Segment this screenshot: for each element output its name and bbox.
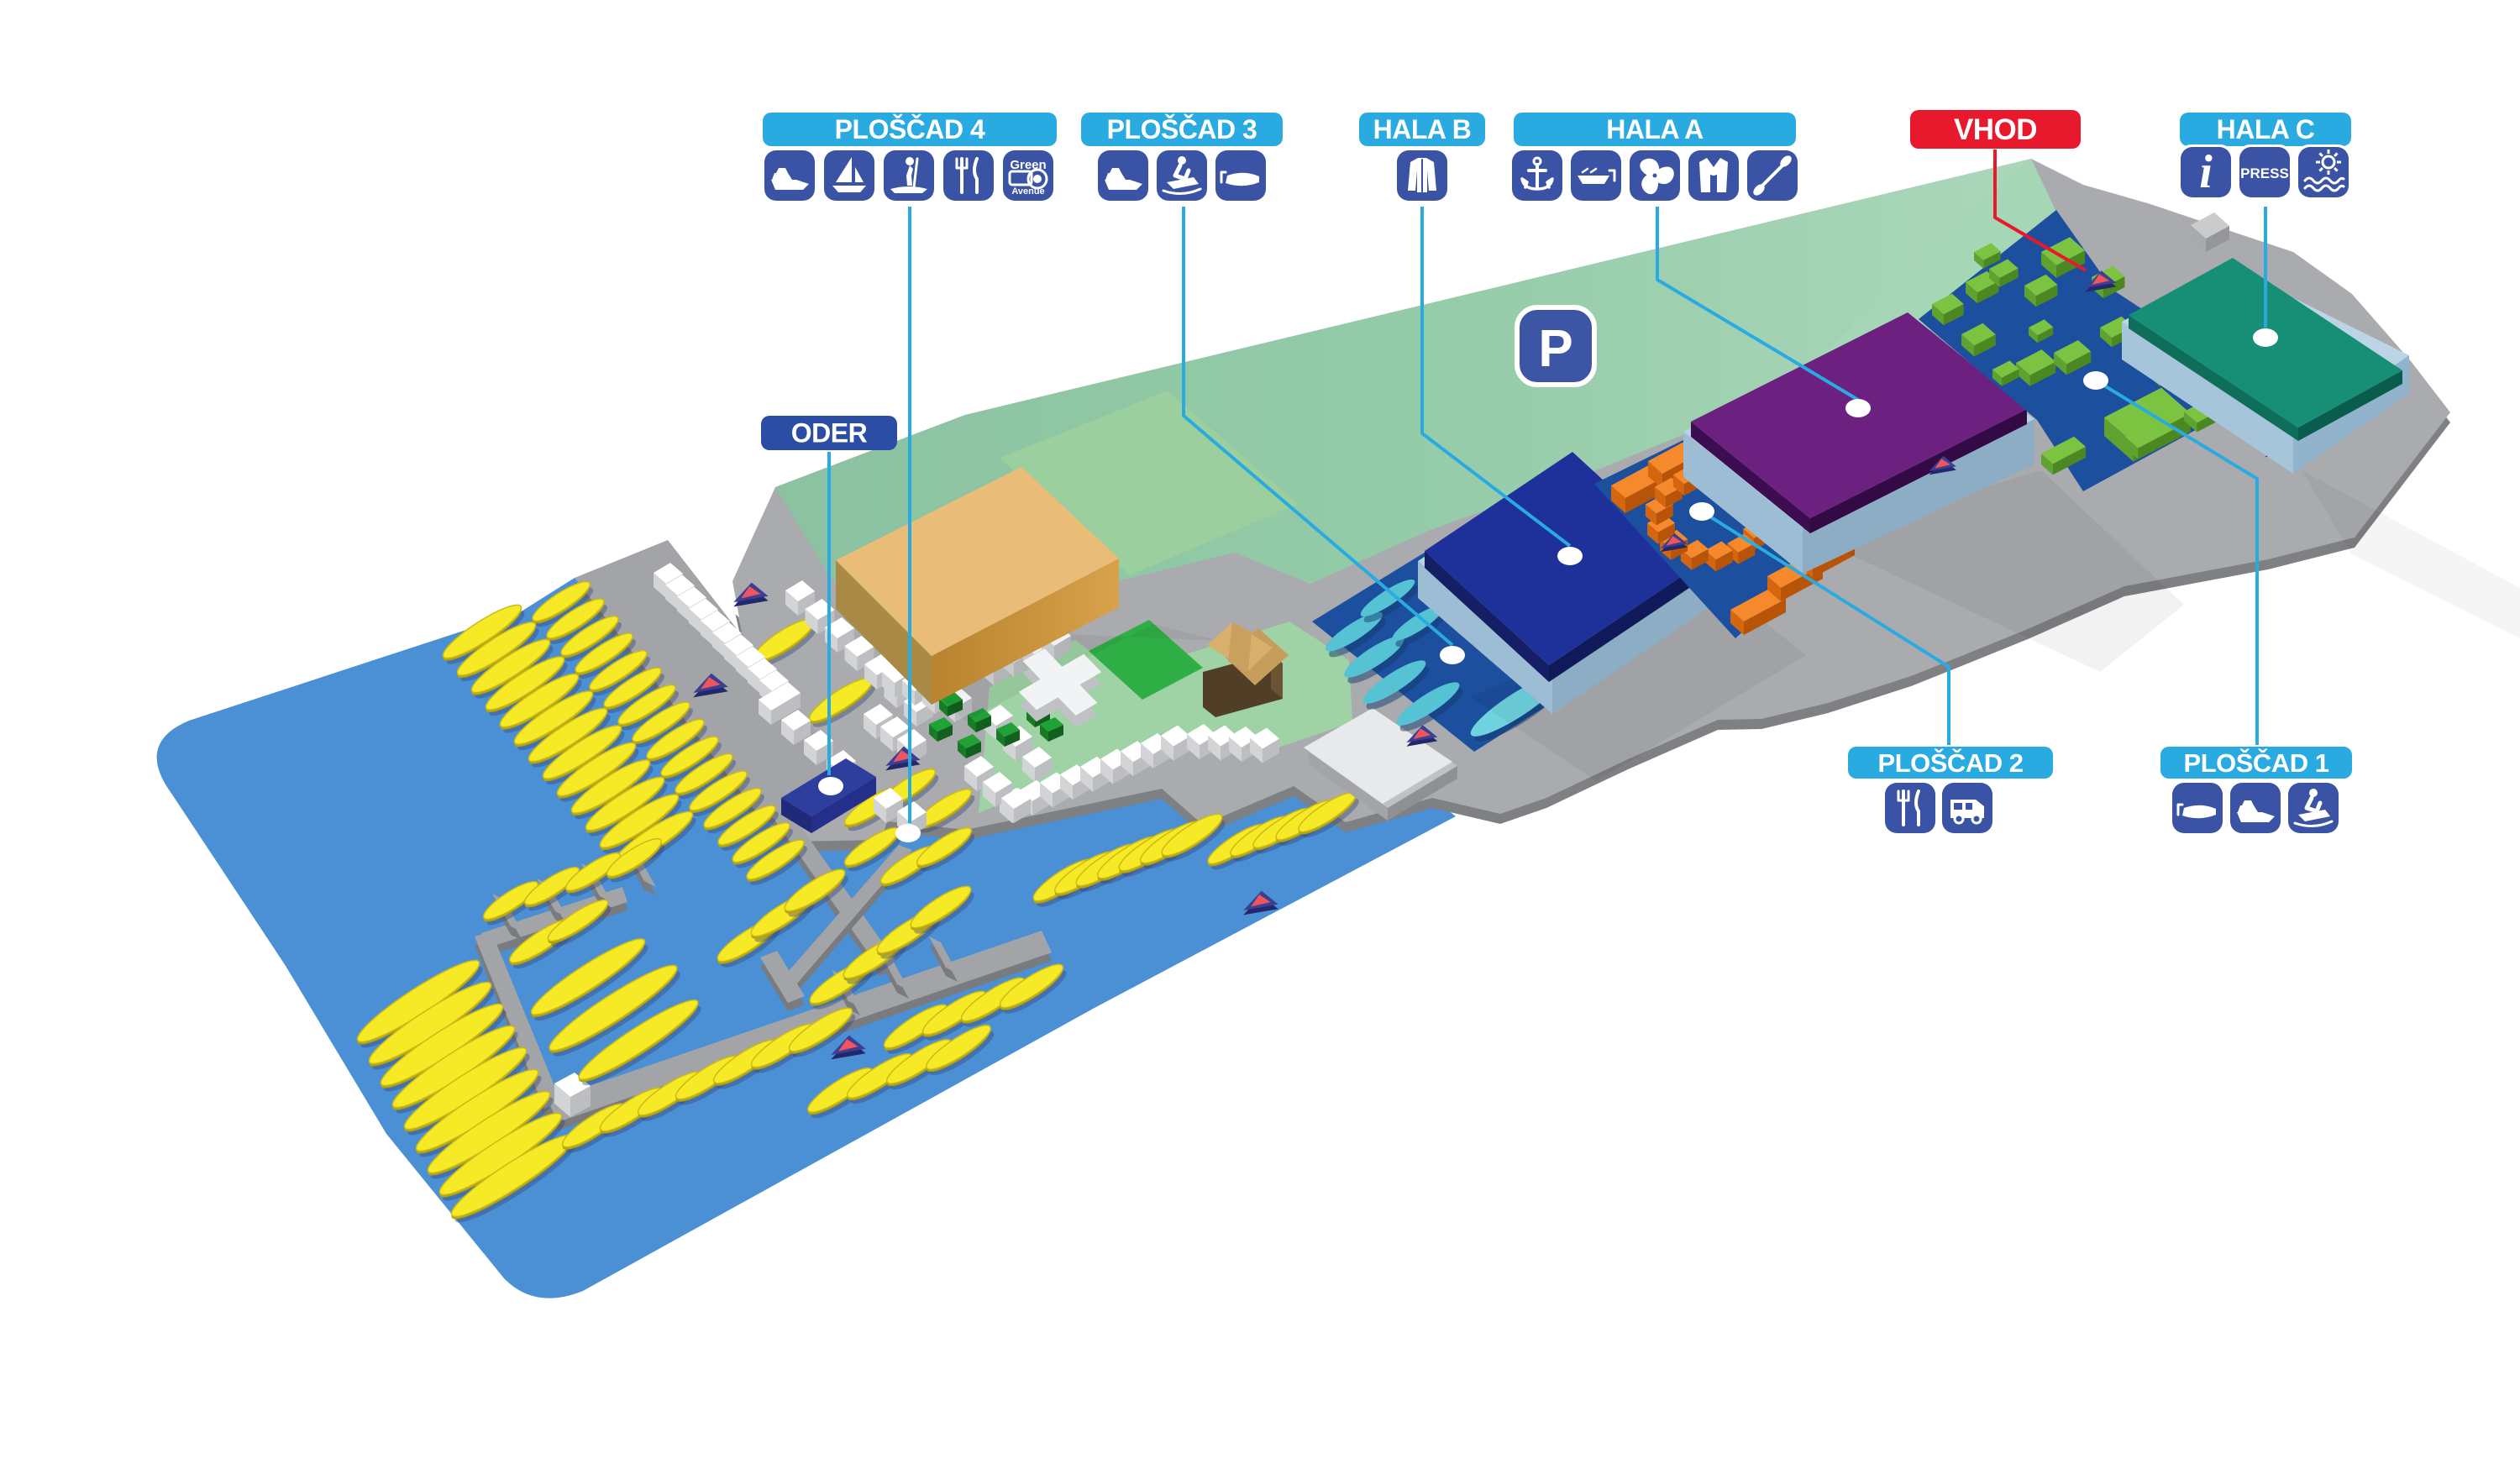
svg-text:HALA A: HALA A [1606, 114, 1704, 144]
svg-text:VHOD: VHOD [1954, 113, 2037, 146]
svg-text:PLOŠČAD 1: PLOŠČAD 1 [2184, 747, 2329, 778]
svg-text:PRESS: PRESS [2240, 165, 2289, 181]
svg-text:PLOŠČAD 4: PLOŠČAD 4 [835, 114, 985, 144]
svg-text:Avenue: Avenue [1011, 186, 1044, 197]
svg-text:ODER: ODER [791, 418, 868, 448]
svg-text:HALA C: HALA C [2217, 114, 2315, 144]
svg-text:PLOŠČAD 2: PLOŠČAD 2 [1878, 747, 2024, 778]
svg-text:P: P [1538, 320, 1572, 378]
svg-text:PLOŠČAD 3: PLOŠČAD 3 [1107, 114, 1257, 144]
svg-text:HALA B: HALA B [1373, 114, 1472, 144]
svg-text:i: i [2199, 146, 2213, 198]
